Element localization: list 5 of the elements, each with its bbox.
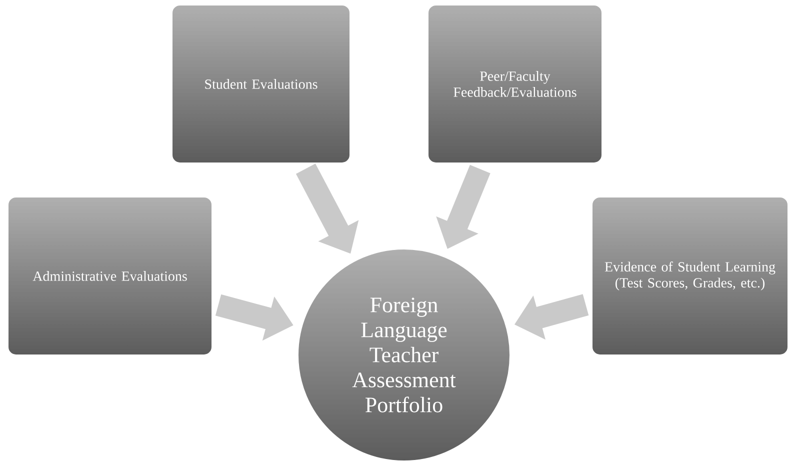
- process-box: Student Evaluations: [172, 4, 350, 164]
- process-box: Administrative Evaluations: [8, 196, 212, 356]
- process-box: Evidence of Student Learning (Test Scores, Grades, etc.): [592, 196, 788, 356]
- process-box: Peer/Faculty Feedback/Evaluations: [428, 4, 602, 164]
- circle-node: Foreign Language Teacher Assessment Portfolio: [298, 248, 510, 462]
